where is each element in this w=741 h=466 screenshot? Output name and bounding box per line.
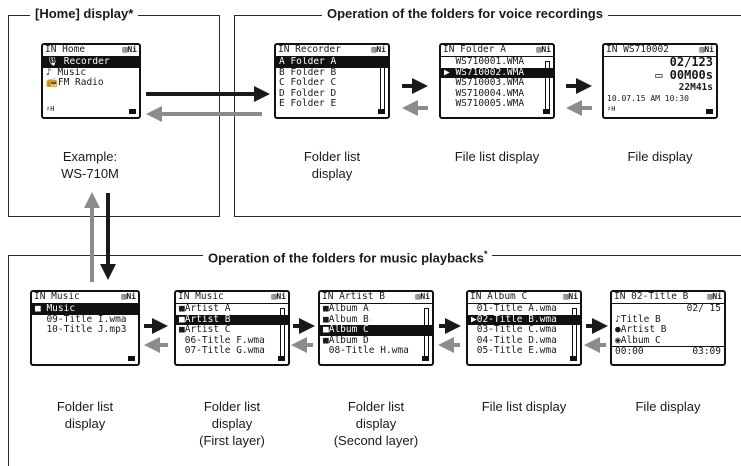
music-file-screen: IN 02-Title B▥Ni 02/ 15 ♪Title B ●Artist…	[610, 290, 726, 366]
music-artists-screen: IN Music▥Ni ■Artist A ■Artist B ■Artist …	[174, 290, 290, 366]
music-file-list-caption: File list display	[481, 399, 567, 414]
voice-section-title: Operation of the folders for voice recor…	[322, 6, 608, 22]
music-root-screen: IN Music▥Ni ■ Music 09-Title I.wma 10-Ti…	[30, 290, 140, 366]
voice-file-caption: File display	[627, 149, 693, 164]
music-albums-screen: IN Artist B▥Ni ■Album A ■Album B ■Album …	[318, 290, 434, 366]
music-file-list-screen: IN Album C▥Ni 01-Title A.wma ▶02-Title B…	[466, 290, 582, 366]
home-screen: IN Home▥Ni 🎙 Recorder ♪ Music 📻FM Radio …	[41, 43, 141, 119]
home-section-title: [Home] display*	[30, 6, 139, 22]
voice-file-screen: IN WS710002▥Ni 02/123 ▭ 00M00s 22M41s 10…	[602, 43, 718, 119]
voice-file-list-screen: IN Folder A▥Ni WS710001.WMA ▶ WS710002.W…	[439, 43, 555, 119]
music-section-title: Operation of the folders for music playb…	[203, 246, 493, 267]
voice-folder-list-screen: IN Recorder▥Ni A Folder A B Folder B C F…	[274, 43, 390, 119]
home-caption: Example:WS-710M	[61, 149, 119, 181]
music-file-caption: File display	[635, 399, 701, 414]
voice-file-list-caption: File list display	[454, 149, 540, 164]
